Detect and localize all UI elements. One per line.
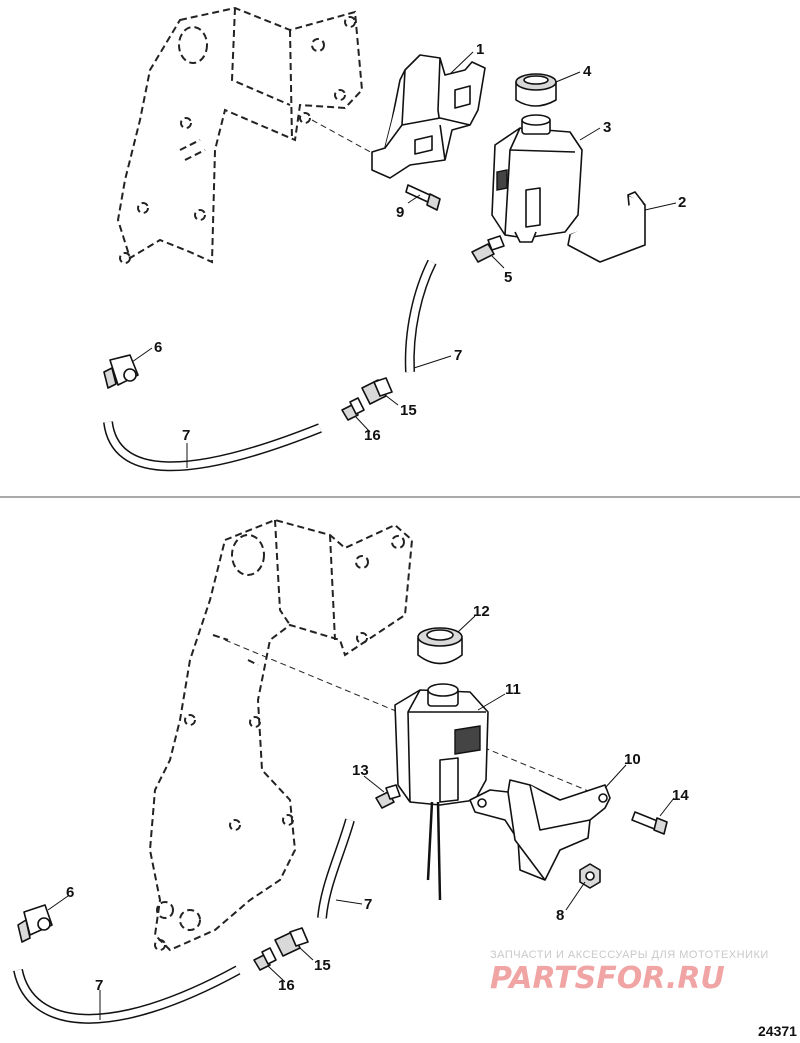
reservoir-part-3 xyxy=(491,114,583,243)
cap-part-4 xyxy=(515,73,557,107)
connector-part-6 xyxy=(103,354,139,389)
fitting-part-16-lower xyxy=(253,947,277,971)
callout-11: 11 xyxy=(505,681,521,698)
lower-leader-lines xyxy=(47,615,675,1020)
fitting-part-15-lower xyxy=(274,927,309,957)
watermark: ЗАПЧАСТИ И АКСЕССУАРЫ ДЛЯ МОТОТЕХНИКИ PA… xyxy=(490,949,769,996)
watermark-brand: PARTSFOR.RU xyxy=(490,961,725,996)
callout-2: 2 xyxy=(678,194,686,211)
connector-part-6-lower xyxy=(17,904,53,943)
fitting-part-16 xyxy=(341,397,365,421)
watermark-tagline: ЗАПЧАСТИ И АКСЕССУАРЫ ДЛЯ МОТОТЕХНИКИ xyxy=(490,949,769,961)
callout-15-lower: 15 xyxy=(314,957,331,974)
callout-5: 5 xyxy=(504,269,512,286)
strap-part-2 xyxy=(567,191,646,263)
bracket-part-10 xyxy=(469,779,611,881)
reservoir-part-11 xyxy=(394,683,489,901)
callout-7-upper-a: 7 xyxy=(454,347,462,364)
upper-leader-lines xyxy=(131,51,677,468)
callout-13: 13 xyxy=(352,762,369,779)
lower-view: 12 11 10 14 13 8 6 7 7 15 16 xyxy=(13,518,689,1024)
upper-engine-bracket-outline xyxy=(116,6,364,264)
callout-16-lower: 16 xyxy=(278,977,295,994)
upper-mounting-line xyxy=(311,119,386,161)
callout-9: 9 xyxy=(396,204,404,221)
callout-8: 8 xyxy=(556,907,564,924)
callout-10: 10 xyxy=(624,751,641,768)
callout-6: 6 xyxy=(154,339,162,356)
callout-1: 1 xyxy=(476,41,484,58)
upper-view: 1 2 3 4 5 6 7 7 9 15 16 xyxy=(103,6,686,472)
callout-15-upper: 15 xyxy=(400,402,417,419)
bracket-part-1 xyxy=(371,54,486,179)
hose-part-7-lower-upper xyxy=(103,421,322,472)
fitting-part-15 xyxy=(361,377,393,405)
callout-7-lower-b: 7 xyxy=(95,977,103,994)
callout-14: 14 xyxy=(672,787,689,804)
cap-part-12 xyxy=(417,627,463,665)
callout-3: 3 xyxy=(603,119,611,136)
hose-part-7-lower-b xyxy=(13,965,241,1024)
callout-7-upper-b: 7 xyxy=(182,427,190,444)
callout-4: 4 xyxy=(583,63,592,80)
fitting-part-5 xyxy=(471,235,505,263)
hose-part-7-upper xyxy=(404,259,437,373)
callout-6-lower: 6 xyxy=(66,884,74,901)
hose-part-7-lower-a xyxy=(317,818,355,919)
fitting-part-13 xyxy=(375,784,401,809)
bolt-part-9 xyxy=(405,184,441,211)
callout-7-lower-a: 7 xyxy=(364,896,372,913)
bolt-part-14 xyxy=(631,811,668,835)
figure-number: 24371 xyxy=(758,1023,797,1039)
callout-12: 12 xyxy=(473,603,490,620)
callout-16-upper: 16 xyxy=(364,427,381,444)
lower-engine-bracket-outline xyxy=(148,518,414,952)
